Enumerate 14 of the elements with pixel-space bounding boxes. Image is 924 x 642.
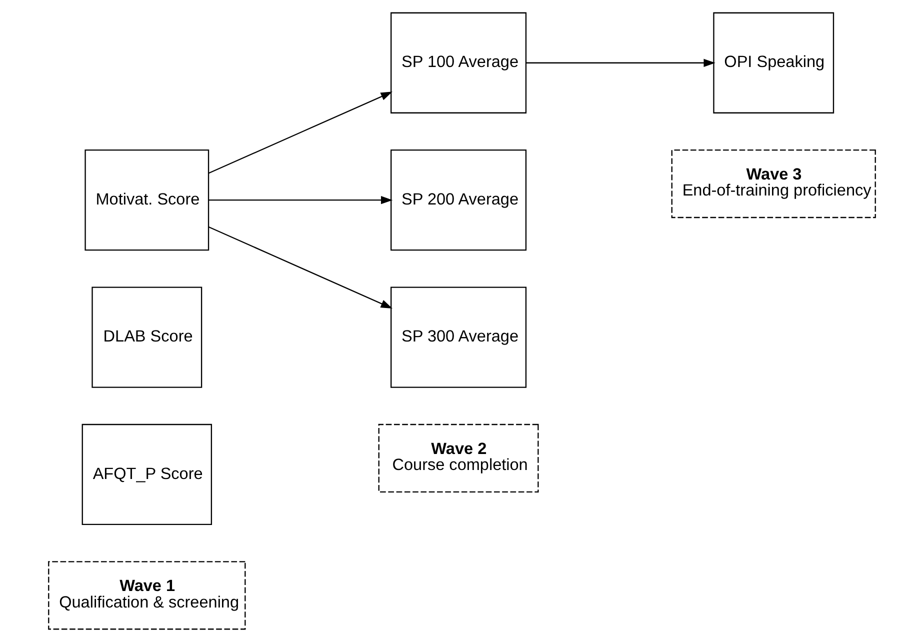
arrow xyxy=(208,226,392,308)
node-box: SP 100 Average xyxy=(390,12,527,114)
node-box: AFQT_P Score xyxy=(82,424,212,526)
node-box: Wave 2 Course completion xyxy=(378,424,539,492)
arrow xyxy=(526,58,716,67)
node-box: Wave 3 End-of-training proficiency xyxy=(671,150,876,218)
node-box: Wave 1 Qualification & screening xyxy=(48,561,246,630)
node-box: SP 300 Average xyxy=(390,286,527,388)
node-box: SP 200 Average xyxy=(390,150,527,251)
node-box: OPI Speaking xyxy=(713,12,834,114)
node-box: DLAB Score xyxy=(92,286,202,388)
node-box: Motivat. Score xyxy=(84,150,210,251)
arrow xyxy=(208,196,393,204)
arrow xyxy=(208,92,392,174)
